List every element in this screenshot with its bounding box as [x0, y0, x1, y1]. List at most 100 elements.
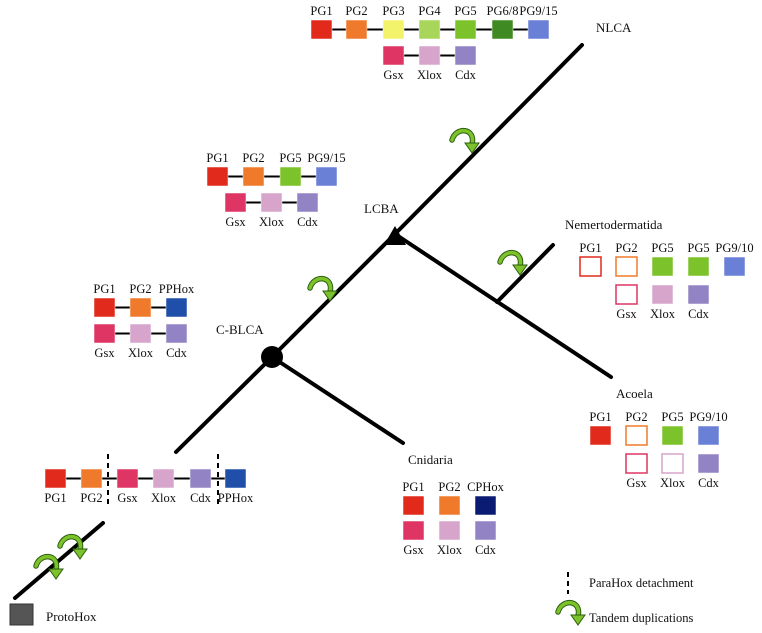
gene-label: PG5	[661, 410, 683, 424]
gene-label: Xlox	[128, 346, 154, 360]
gene-label: PG1	[93, 282, 115, 296]
gene-label: Cdx	[698, 476, 720, 490]
branch-acoela	[393, 232, 613, 379]
gene-box-pg9-15	[527, 19, 550, 40]
gene-box-pg2	[345, 19, 368, 40]
gene-box-xlox	[260, 192, 283, 213]
tandem-arrows	[33, 128, 528, 580]
gene-label: PG6/8	[487, 4, 519, 18]
tree-branches	[13, 43, 613, 600]
gene-label: PG1	[402, 480, 424, 494]
gene-box-gsx	[402, 520, 425, 541]
gene-box-gsx	[93, 323, 116, 344]
gene-box-gsx	[116, 468, 139, 489]
gene-label: PG9/15	[307, 151, 345, 165]
gene-box-pg4	[418, 19, 441, 40]
gene-label: PG5	[651, 241, 673, 255]
node-label-nlca: NLCA	[596, 20, 632, 35]
gene-label: Cdx	[455, 68, 477, 82]
gene-label: PG9/10	[689, 410, 727, 424]
gene-box-gsx	[615, 284, 638, 305]
node-label-cnidaria: Cnidaria	[408, 452, 453, 467]
gene-label: Gsx	[626, 476, 647, 490]
gene-box-pg5	[279, 166, 302, 187]
legend: ParaHox detachment Tandem duplications	[555, 572, 694, 626]
gene-label: PG2	[625, 410, 647, 424]
gene-label: PG2	[129, 282, 151, 296]
branch-lcba-to-nlca	[393, 43, 584, 236]
gene-box-pg3	[382, 19, 405, 40]
tandem-arrow-icon	[307, 276, 338, 302]
gene-box-cdx	[687, 284, 710, 305]
gene-label: PG5	[279, 151, 301, 165]
gene-label: Gsx	[616, 307, 637, 321]
gene-label: PPHox	[218, 491, 254, 505]
gene-label: PG1	[310, 4, 332, 18]
gene-box-xlox	[418, 45, 441, 66]
gene-label: Cdx	[166, 346, 188, 360]
gene-label: PPHox	[159, 282, 195, 296]
gene-box-pg6-8	[491, 19, 514, 40]
gene-box-cdx	[296, 192, 319, 213]
gene-label: PG9/10	[715, 241, 753, 255]
node-label-cblca: C-BLCA	[216, 322, 264, 337]
tandem-arrow-icon	[497, 250, 528, 276]
gene-box-cphox	[474, 495, 497, 516]
gene-label: PG2	[345, 4, 367, 18]
gene-label: PG2	[242, 151, 264, 165]
legend-tandem-icon	[555, 600, 586, 626]
gene-box-pphox	[224, 468, 247, 489]
gene-box-pg1	[589, 425, 612, 446]
gene-label: Gsx	[94, 346, 115, 360]
node-label-acoela: Acoela	[616, 386, 653, 401]
gene-box-cdx	[454, 45, 477, 66]
branch-root-to-cblca	[174, 355, 274, 454]
gene-box-pg1	[402, 495, 425, 516]
gene-box-xlox	[438, 520, 461, 541]
legend-parahox-label: ParaHox detachment	[589, 576, 694, 590]
gene-box-gsx	[224, 192, 247, 213]
protohox-box	[9, 603, 34, 626]
gene-box-pg1	[93, 297, 116, 318]
gene-box-pg2	[438, 495, 461, 516]
gene-box-pg9-10	[697, 425, 720, 446]
gene-box-pg9-15	[315, 166, 338, 187]
cblca-node-marker	[261, 346, 283, 368]
gene-label: Gsx	[383, 68, 404, 82]
gene-label: PG5	[454, 4, 476, 18]
node-label-lcba: LCBA	[364, 201, 399, 216]
tandem-arrow-icon	[57, 534, 88, 560]
gene-label: Xlox	[650, 307, 676, 321]
gene-label: PG2	[80, 491, 102, 505]
gene-box-pg2	[625, 425, 648, 446]
gene-label: PG2	[438, 480, 460, 494]
gene-label: PG1	[579, 241, 601, 255]
cluster-cblca-hox: PG1 PG2 PPHox	[93, 282, 195, 318]
gene-label: Gsx	[403, 543, 424, 557]
gene-label: PG4	[418, 4, 441, 18]
gene-box-xlox	[129, 323, 152, 344]
gene-box-cdx	[474, 520, 497, 541]
gene-label: Gsx	[225, 215, 246, 229]
cluster-lcba-hox: PG1 PG2 PG5 PG9/15	[206, 151, 346, 187]
gene-box-pg1	[44, 468, 67, 489]
gene-box-xlox	[661, 453, 684, 474]
gene-box-cdx	[697, 453, 720, 474]
branch-protohox	[13, 521, 105, 600]
gene-box-pg5	[661, 425, 684, 446]
gene-label: PG1	[589, 410, 611, 424]
tandem-arrow-icon	[33, 554, 64, 580]
gene-label: PG3	[382, 4, 404, 18]
gene-label: Xlox	[437, 543, 463, 557]
gene-box-pphox	[165, 297, 188, 318]
gene-label: PG1	[206, 151, 228, 165]
branch-nemertodermatida	[495, 243, 555, 304]
